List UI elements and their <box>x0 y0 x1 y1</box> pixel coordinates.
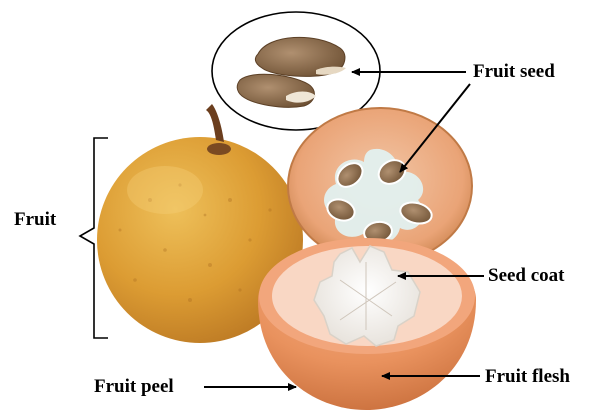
cut-fruit-half <box>258 238 476 410</box>
fruit-flesh-label: Fruit flesh <box>485 367 570 386</box>
fruit-seed-label: Fruit seed <box>473 62 555 81</box>
seed-coat-label: Seed coat <box>488 266 565 285</box>
fruit-peel-label: Fruit peel <box>94 377 174 396</box>
fruit-label: Fruit <box>14 210 56 229</box>
fruit-stem <box>206 104 224 142</box>
